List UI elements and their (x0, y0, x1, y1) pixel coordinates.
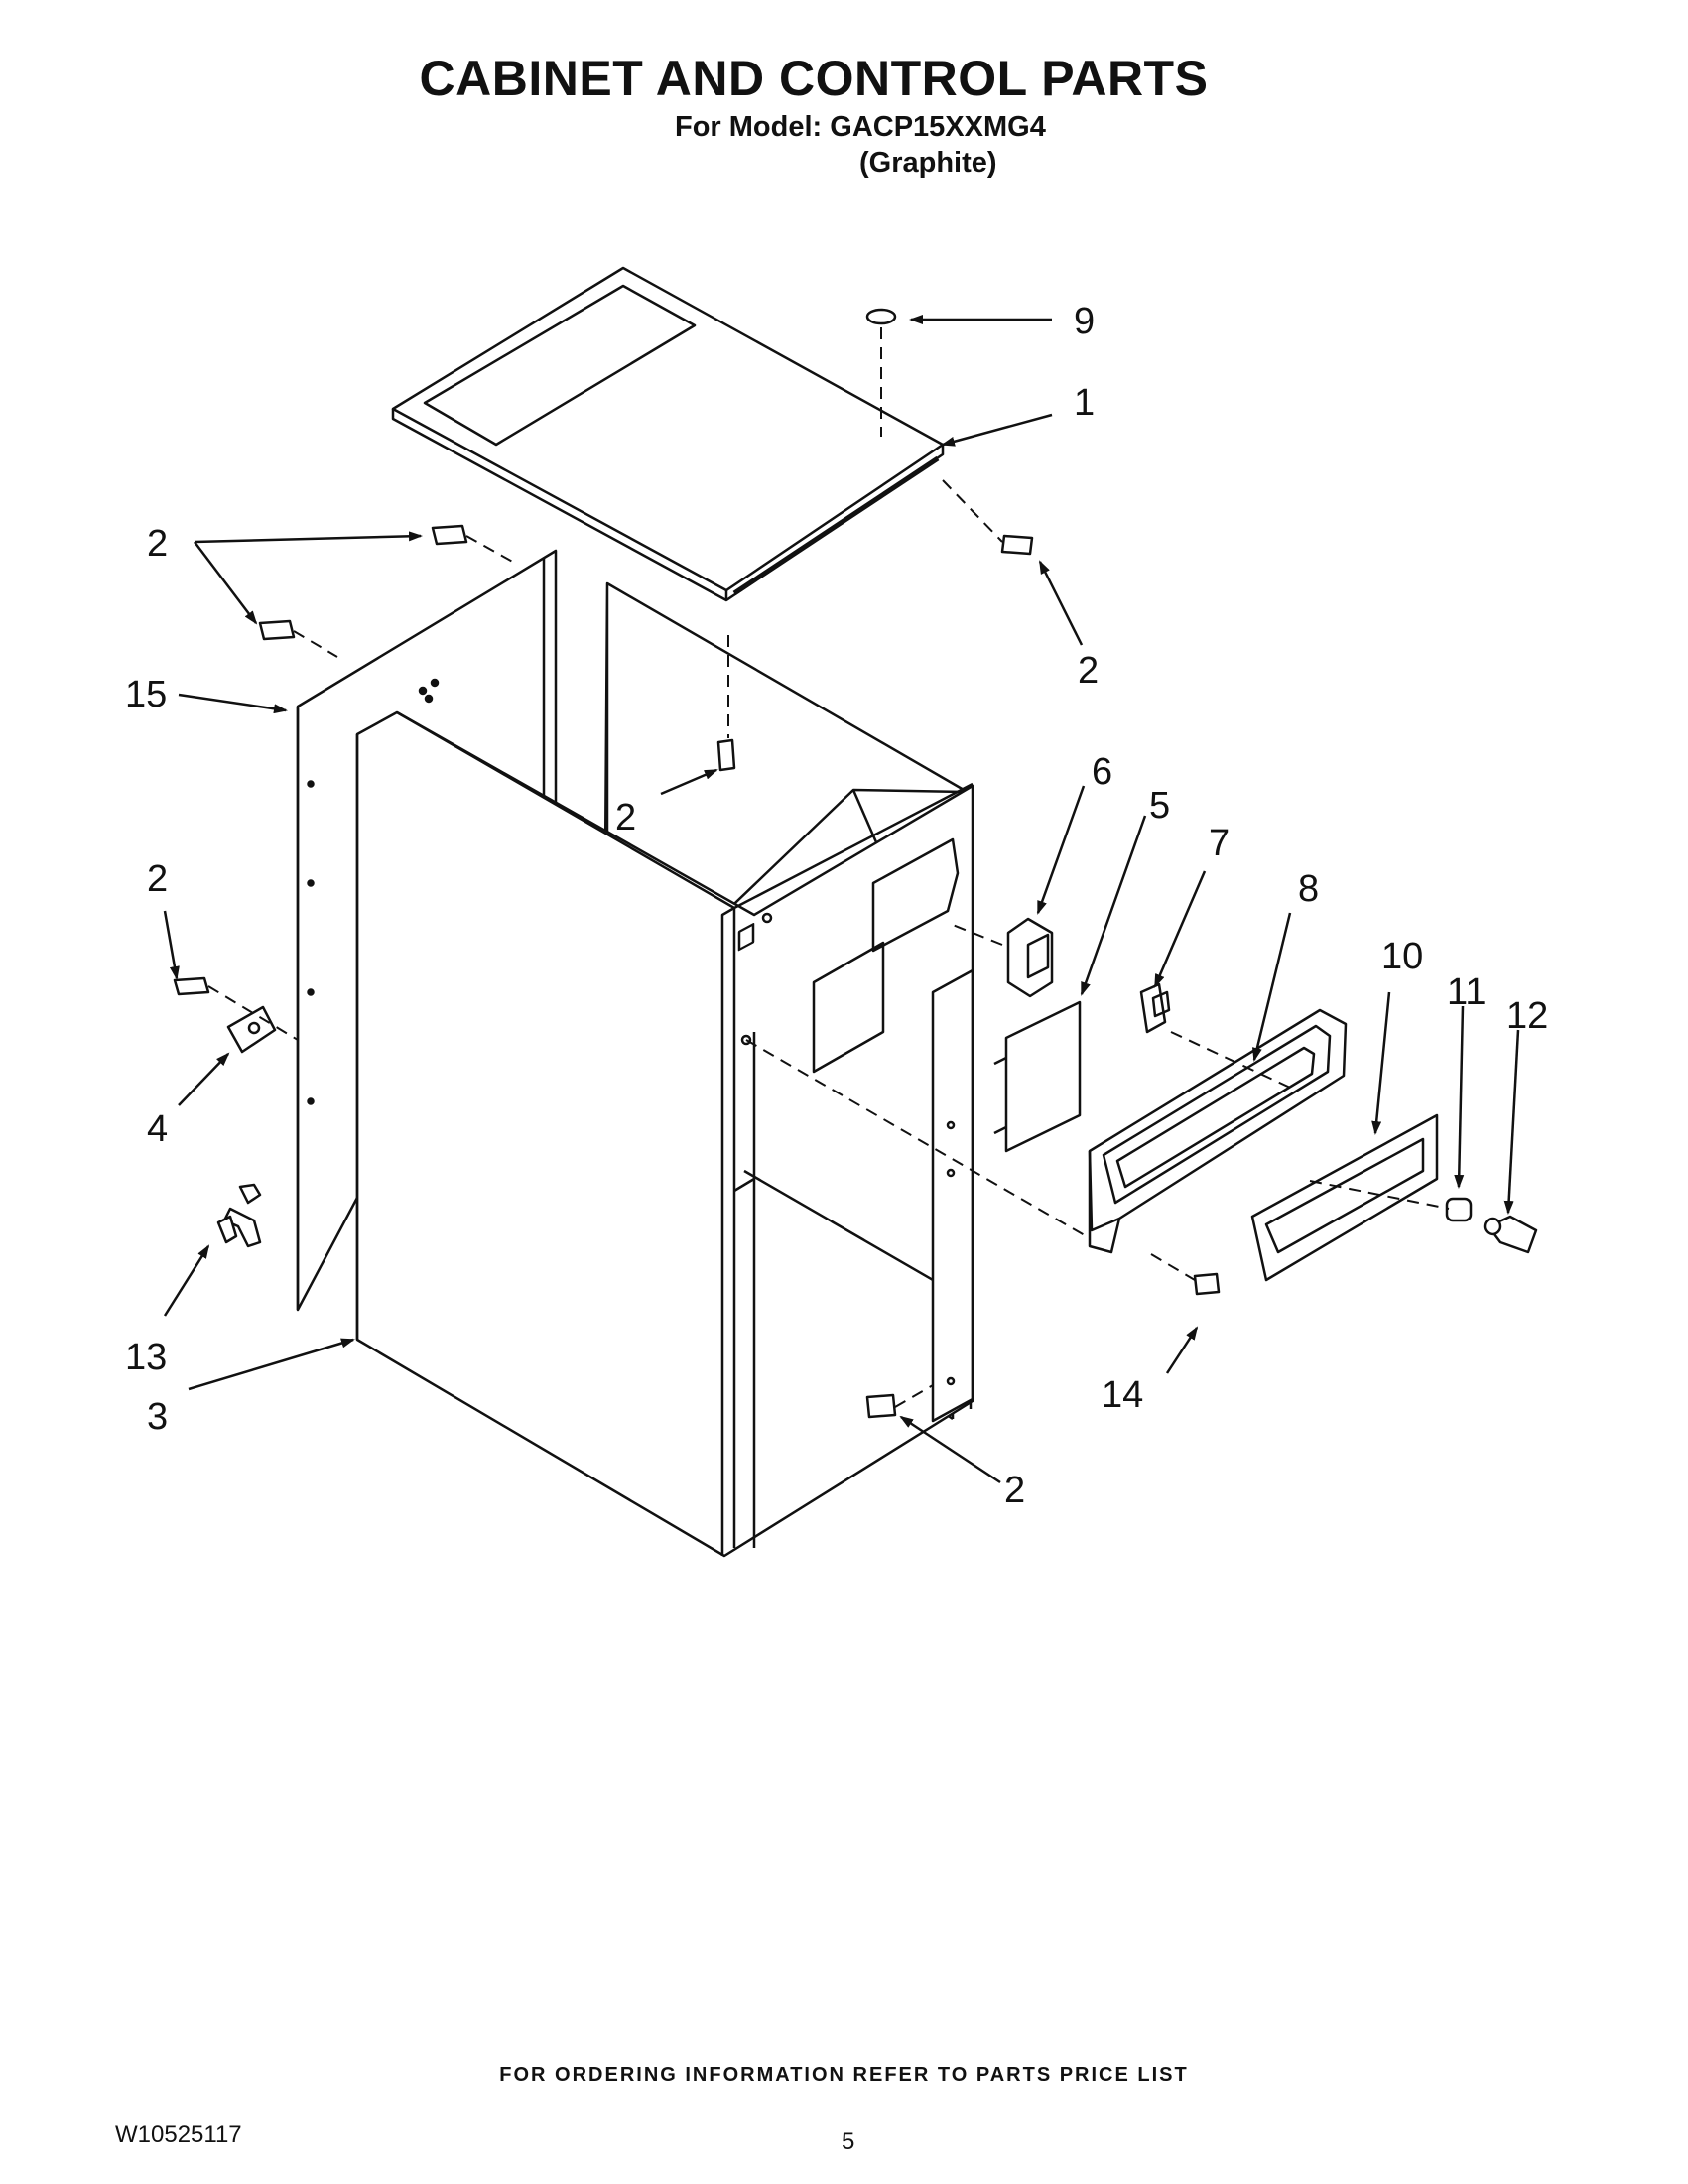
callout-13: 13 (125, 1337, 167, 1378)
callout-11: 11 (1447, 971, 1486, 1013)
callout-8: 8 (1298, 868, 1319, 910)
screw-hardware (173, 308, 1221, 1419)
callout-2-top-right: 2 (1078, 650, 1099, 692)
rocker-switch-part (1006, 917, 1054, 998)
control-panel-overlay-part (1250, 1113, 1439, 1282)
top-panel-part (391, 266, 945, 602)
callout-2-bottom: 2 (1004, 1470, 1025, 1511)
color-line: (Graphite) (859, 147, 997, 179)
callout-2-top-left: 2 (147, 523, 168, 565)
page-number: 5 (842, 2128, 855, 2155)
bracket-part (226, 1005, 277, 1054)
callout-14: 14 (1102, 1374, 1143, 1416)
model-line: For Model: GACP15XXMG4 (675, 111, 1046, 143)
callout-9: 9 (1074, 301, 1095, 342)
callout-2-center: 2 (615, 797, 636, 838)
callout-5: 5 (1149, 785, 1170, 827)
callout-2-left: 2 (147, 858, 168, 900)
cover-plate-part (993, 1000, 1082, 1153)
callout-7: 7 (1209, 823, 1230, 864)
callout-12: 12 (1506, 995, 1548, 1037)
callout-15: 15 (125, 674, 167, 715)
page-title: CABINET AND CONTROL PARTS (419, 51, 1209, 106)
cabinet-wrapper-part (355, 710, 974, 1558)
control-panel-frame-part (1088, 1008, 1348, 1254)
callout-10: 10 (1381, 936, 1423, 977)
callout-6: 6 (1092, 751, 1112, 793)
callout-4: 4 (147, 1108, 168, 1150)
callout-1: 1 (1074, 382, 1095, 424)
ordering-note: FOR ORDERING INFORMATION REFER TO PARTS … (499, 2064, 1189, 2086)
limit-switch-part (1139, 982, 1171, 1034)
wing-bolt-part (216, 1183, 262, 1248)
knob-part (1483, 1215, 1538, 1254)
callout-3: 3 (147, 1396, 168, 1438)
document-number: W10525117 (115, 2121, 242, 2148)
bushing-part (1445, 1197, 1473, 1222)
